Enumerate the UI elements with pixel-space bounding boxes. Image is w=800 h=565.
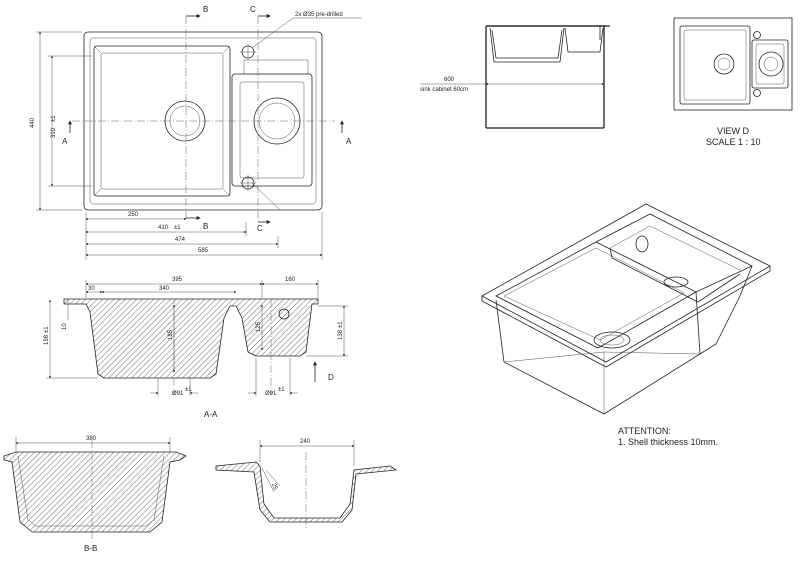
drain-left-tolerance: ±1 [185,387,192,393]
view-d-arrow-label: D [328,373,334,382]
dim-250: 250 [128,212,139,218]
section-a-a-title: A-A [204,410,218,419]
dim-340: 340 [159,286,170,292]
top-view: B B C C A A 2x Ø35 pre-drilled 440 310 ±… [30,5,362,260]
dim-310: 310 [51,127,57,138]
drain-left-diameter: Ø91 [172,391,184,397]
aa-tap-hole-icon [278,308,290,320]
dim-410-tolerance: ±1 [174,225,181,231]
section-b-bottom-label: B [203,222,208,231]
dim-185: 185 [168,329,174,340]
small-bowl-bottom [239,81,305,179]
section-b-b-title: B-B [84,544,97,553]
iso-tap-hole-icon [635,235,649,253]
iso-main-drain-icon [593,331,631,349]
section-b-top-label: B [203,5,208,14]
dim-440: 440 [30,117,36,128]
dim-395: 395 [172,277,183,283]
predrilled-note: 2x Ø35 pre-drilled [295,12,343,18]
dim-slope: 25 [270,483,278,492]
note-item: 1. Shell thickness 10mm. [618,437,718,447]
drain-right-tolerance: ±1 [278,387,285,393]
section-c-top-label: C [250,5,256,14]
attention-note: ATTENTION: 1. Shell thickness 10mm. [618,426,718,447]
section-a-right-label: A [346,137,352,146]
dim-160: 160 [285,277,296,283]
dim-600: 600 [444,77,455,83]
view-d-scale: SCALE 1 : 10 [706,137,761,147]
section-c-c: 240 25 [215,439,398,528]
dim-240: 240 [300,439,311,445]
dim-585: 585 [198,248,209,254]
dim-198: 198 [44,334,50,345]
small-bowl-rim [231,73,313,187]
cabinet-note: sink cabinet 60cm [420,87,468,93]
dim-30: 30 [88,286,95,292]
dim-410: 410 [158,225,169,231]
dim-474: 474 [175,237,186,243]
view-d-frame [673,17,793,111]
dim-138: 138 [338,329,344,340]
note-heading: ATTENTION: [618,426,671,436]
section-a-left-label: A [62,137,68,146]
isometric-view [481,203,771,415]
view-d: VIEW D SCALE 1 : 10 [673,17,793,147]
dim-310-tolerance: ±1 [51,115,57,122]
dim-10: 10 [62,323,68,330]
dim-125: 125 [256,321,262,332]
iso-small-drain-icon [663,276,689,288]
section-b-b: 380 B-B [3,436,187,553]
dim-138-tolerance: ±1 [338,321,344,328]
view-d-title: VIEW D [717,126,750,136]
view-d-small-drain-icon [758,51,784,77]
cabinet-view: 600 sink cabinet 60cm [420,25,610,129]
section-c-bottom-label: C [257,224,263,233]
dim-198-tolerance: ±1 [44,326,50,333]
drain-right-diameter: Ø91 [265,391,277,397]
view-d-main-drain-icon [713,53,735,75]
dim-380: 380 [86,436,97,442]
section-a-a: 395 160 30 340 10 198 ±1 185 125 138 ±1 … [44,277,348,419]
